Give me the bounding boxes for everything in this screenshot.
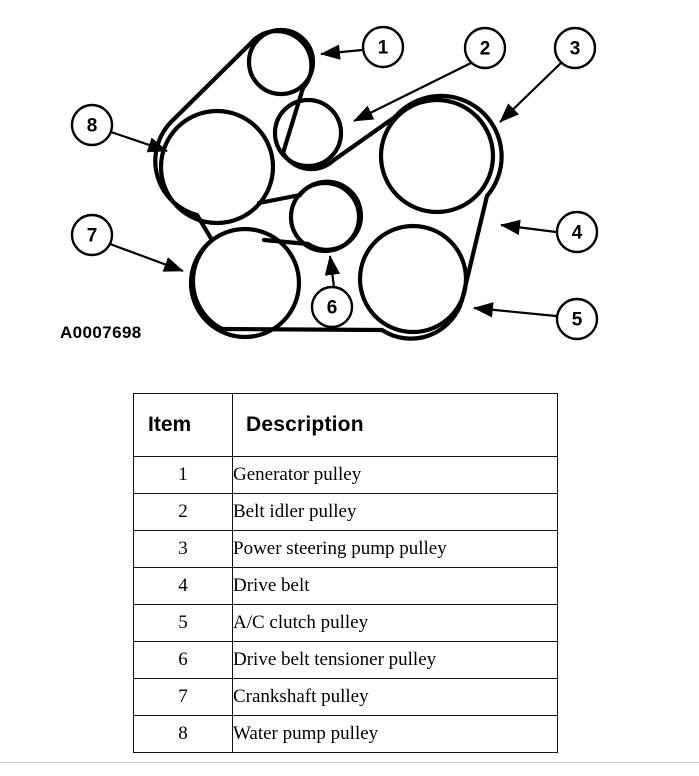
belt-routing-diagram: 1 2 3 4 5 — [0, 0, 699, 376]
leader-line-2 — [353, 62, 472, 122]
row-item-description: Generator pulley — [232, 456, 558, 494]
callout-balloon-6[interactable]: 6 — [310, 285, 354, 329]
diagram-canvas: 1 2 3 4 5 — [70, 25, 599, 341]
table-row: 6 Drive belt tensioner pulley — [133, 641, 558, 679]
figure-reference-code: A0007698 — [60, 323, 142, 342]
row-item-number: 3 — [133, 530, 233, 568]
table-row: 2 Belt idler pulley — [133, 493, 558, 531]
callout-label-6: 6 — [327, 298, 338, 319]
page-bottom-rule — [0, 762, 699, 763]
row-item-description: Drive belt tensioner pulley — [232, 641, 558, 679]
table-row: 8 Water pump pulley — [133, 715, 558, 753]
belt-span-waterpump-to-tensioner — [256, 192, 303, 206]
callout-balloon-2[interactable]: 2 — [463, 26, 507, 70]
belt-span-idler-to-generator — [280, 85, 306, 156]
belt-span-ps-to-idler — [331, 114, 398, 163]
leader-line-1 — [320, 44, 363, 60]
row-item-description: Belt idler pulley — [232, 493, 558, 531]
callout-label-5: 5 — [572, 310, 583, 331]
column-header-description: Description — [232, 393, 558, 457]
table-row: 5 A/C clutch pulley — [133, 604, 558, 642]
callout-label-1: 1 — [378, 38, 389, 59]
pulley-water-pump — [158, 108, 276, 226]
leader-line-6 — [324, 255, 341, 288]
callout-balloon-3[interactable]: 3 — [553, 26, 597, 70]
row-item-description: A/C clutch pulley — [232, 604, 558, 642]
leader-line-3 — [499, 61, 563, 123]
pulley-generator — [246, 27, 316, 97]
callout-balloon-4[interactable]: 4 — [555, 210, 599, 254]
table-header-row: Item Description — [133, 393, 558, 457]
callout-balloons: 1 2 3 4 5 — [70, 25, 599, 341]
callout-label-4: 4 — [572, 223, 583, 244]
parts-legend-table: Item Description 1 Generator pulley 2 Be… — [133, 393, 558, 753]
row-item-number: 6 — [133, 641, 233, 679]
row-item-number: 2 — [133, 493, 233, 531]
table-row: 4 Drive belt — [133, 567, 558, 605]
callout-label-8: 8 — [87, 116, 98, 137]
callout-balloon-1[interactable]: 1 — [361, 25, 405, 69]
row-item-number: 5 — [133, 604, 233, 642]
leader-line-5 — [473, 302, 557, 318]
table-row: 3 Power steering pump pulley — [133, 530, 558, 568]
belt-arc-powersteering — [392, 93, 504, 199]
pulley-crankshaft — [188, 226, 302, 340]
row-item-description: Crankshaft pulley — [232, 678, 558, 716]
row-item-description: Water pump pulley — [232, 715, 558, 753]
row-item-description: Power steering pump pulley — [232, 530, 558, 568]
belt-span-generator-to-waterpump — [168, 40, 254, 125]
row-item-number: 7 — [133, 678, 233, 716]
pulley-belt-idler — [272, 97, 344, 169]
belt-arc-crankshaft — [190, 237, 225, 332]
belt-span-bottom — [219, 326, 385, 333]
callout-balloon-7[interactable]: 7 — [70, 213, 114, 257]
pulley-power-steering-pump — [378, 97, 496, 215]
row-item-description: Drive belt — [232, 567, 558, 605]
row-item-number: 4 — [133, 567, 233, 605]
leader-line-4 — [500, 219, 557, 236]
callout-balloon-8[interactable]: 8 — [70, 103, 114, 147]
column-header-item: Item — [133, 393, 233, 457]
leader-line-7 — [109, 242, 184, 273]
row-item-number: 8 — [133, 715, 233, 753]
table-row: 1 Generator pulley — [133, 456, 558, 494]
table-row: 7 Crankshaft pulley — [133, 678, 558, 716]
pulley-drive-belt-tensioner — [288, 180, 362, 254]
row-item-number: 1 — [133, 456, 233, 494]
callout-label-3: 3 — [570, 39, 581, 60]
callout-label-7: 7 — [87, 226, 98, 247]
leader-line-8 — [110, 130, 168, 153]
callout-label-2: 2 — [480, 39, 491, 60]
pulley-ac-clutch — [357, 223, 469, 335]
callout-balloon-5[interactable]: 5 — [555, 297, 599, 341]
